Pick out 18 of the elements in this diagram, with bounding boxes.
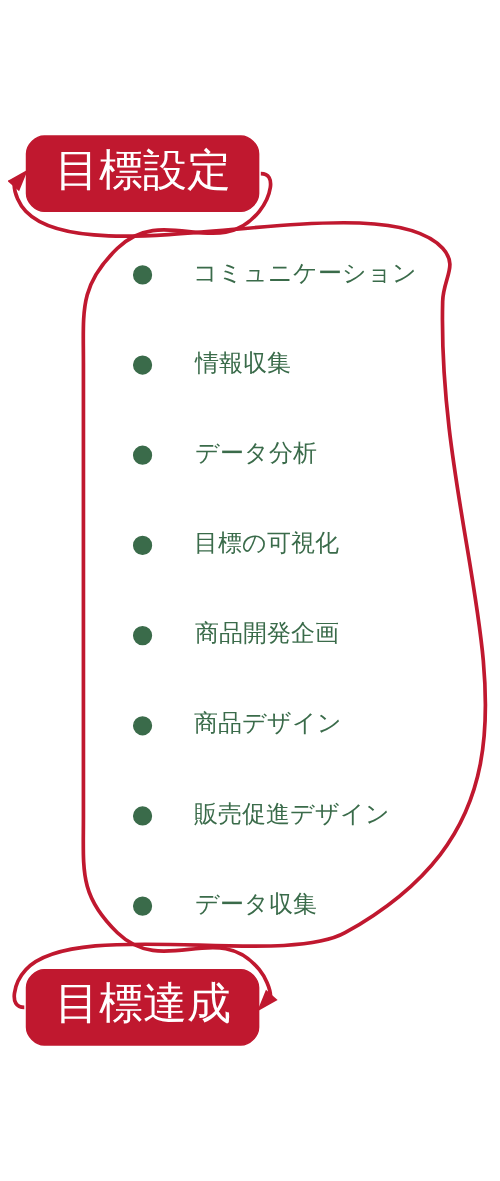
label: コミュニケーション [193, 258, 418, 287]
node-circle [132, 535, 153, 555]
label: データ収集 [195, 889, 318, 918]
node-circle [132, 355, 153, 375]
label: データ分析 [195, 438, 318, 467]
node-box: 目標達成 [25, 968, 260, 1046]
label: 商品開発企画 [194, 619, 339, 648]
node-circle [132, 806, 153, 826]
node-circle [132, 445, 153, 465]
label: 商品デザイン [194, 709, 343, 738]
node-circle [132, 716, 153, 736]
label: 目標の可視化 [194, 529, 340, 558]
node-circle [132, 626, 153, 646]
label: 情報収集 [195, 348, 292, 377]
label: 販売促進デザイン [193, 799, 390, 828]
node-box: 目標設定 [25, 135, 260, 213]
node-circle [132, 265, 153, 285]
node-circle [132, 896, 153, 916]
